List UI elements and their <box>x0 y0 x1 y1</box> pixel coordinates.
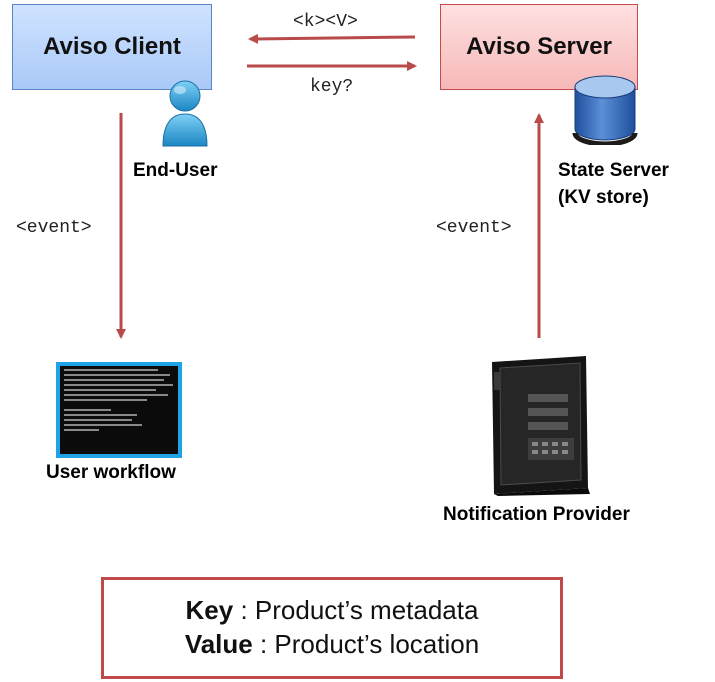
legend-value-row: Value : Product’s location <box>185 628 479 662</box>
notification-provider-label: Notification Provider <box>443 504 630 525</box>
legend-key-term: Key <box>185 595 234 626</box>
aviso-server-label: Aviso Server <box>466 33 612 60</box>
user-workflow-label: User workflow <box>46 462 176 483</box>
provider-event-label: <event> <box>436 218 512 238</box>
state-server-label-line2: (KV store) <box>558 187 649 208</box>
aviso-server-box: Aviso Server <box>440 4 638 90</box>
legend-value-desc: : Product’s location <box>252 629 480 659</box>
legend-key-row: Key : Product’s metadata <box>186 594 479 628</box>
key-request-label: key? <box>310 77 354 97</box>
user-icon <box>162 80 208 147</box>
legend-key-desc: : Product’s metadata <box>233 595 479 626</box>
end-user-label: End-User <box>133 160 218 181</box>
arrow-server-to-client <box>248 33 416 44</box>
key-value-legend: Key : Product’s metadata Value : Product… <box>101 577 563 679</box>
state-server-label-line1: State Server <box>558 160 669 181</box>
terminal-icon <box>56 362 182 458</box>
aviso-client-label: Aviso Client <box>43 33 181 60</box>
database-icon <box>572 75 638 145</box>
aviso-client-box: Aviso Client <box>12 4 212 90</box>
server-rack-icon <box>492 356 590 496</box>
client-event-label: <event> <box>16 218 92 238</box>
kv-response-label: <k><V> <box>293 12 358 32</box>
legend-value-term: Value <box>184 629 253 659</box>
